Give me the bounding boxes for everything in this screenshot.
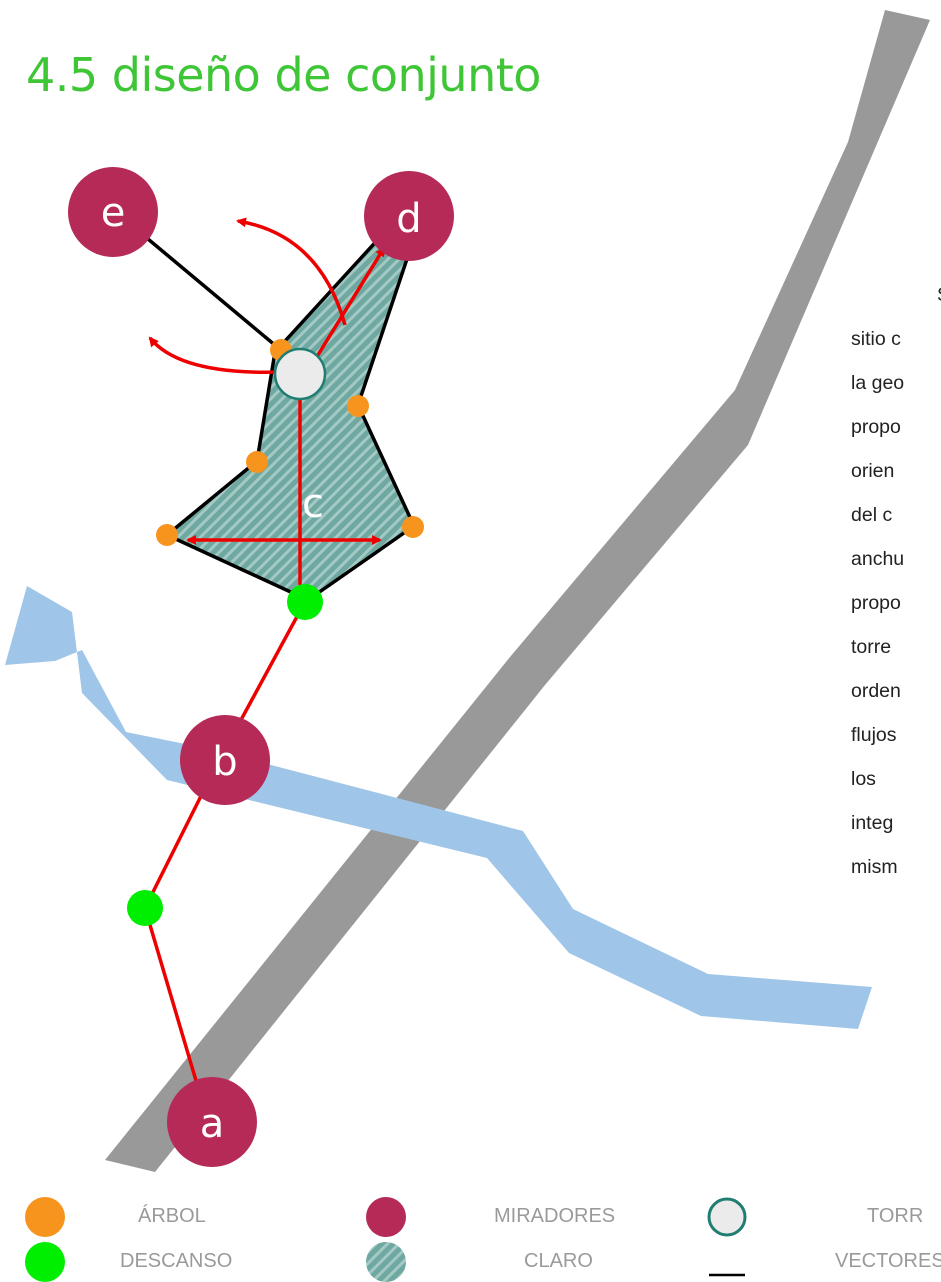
paragraph-line: del c [851,504,893,526]
node-label-c: c [302,481,324,527]
node-label-e: e [101,190,126,236]
lookout-node-a [167,1077,257,1167]
description-paragraph: Ssitio c la geo propo orien del c anchu propo t… [851,284,941,900]
tree-marker [347,395,369,417]
legend-label-arbol: ÁRBOL [138,1205,206,1227]
paragraph-line: propo [851,592,901,614]
orange-dot-icon [25,1197,65,1237]
paragraph-line: orden [851,680,901,702]
path-line [143,599,308,1129]
tree-marker [156,524,178,546]
paragraph-line: la geo [851,372,905,394]
tree-marker [246,451,268,473]
paragraph-line: integ [851,812,894,834]
curved-arrow-lower [148,336,281,374]
paragraph-line: flujos [851,724,897,746]
paragraph-line: torre [851,636,892,658]
paragraph-line: sitio c [851,328,901,350]
node-label-d: d [396,196,421,242]
lookout-node-b [180,715,270,805]
paragraph-line: S [937,284,941,307]
arrow-to-d [303,246,386,377]
vector-line-e [146,237,278,348]
legend-label-torre: TORR [867,1205,924,1227]
node-label-b: b [212,739,237,785]
lookout-node-d [364,171,454,261]
rest-stop-marker [287,584,323,620]
river-band [5,586,872,1029]
page-title: 4.5 diseño de conjunto [26,48,541,102]
tower-marker [273,347,327,401]
claro-area [165,233,416,602]
paragraph-line: mism [851,856,898,878]
legend-label-miradores: MIRADORES [494,1205,616,1227]
tree-marker [402,516,424,538]
crimson-dot-icon [366,1197,406,1237]
lookout-node-e [68,167,158,257]
legend-label-descanso: DESCANSO [120,1250,233,1272]
rest-stop-marker [127,890,163,926]
paragraph-line: propo [851,416,901,438]
legend-label-vectores: VECTORES [835,1250,941,1272]
green-dot-icon [25,1242,65,1282]
paragraph-line: anchu [851,548,905,570]
legend-label-claro: CLARO [524,1250,593,1272]
paragraph-line: orien [851,460,895,482]
curved-arrow-upper [236,217,347,326]
hatched-dot-icon [366,1242,406,1282]
ring-icon [707,1197,747,1237]
node-label-a: a [200,1101,225,1147]
paragraph-line: los [851,768,876,790]
